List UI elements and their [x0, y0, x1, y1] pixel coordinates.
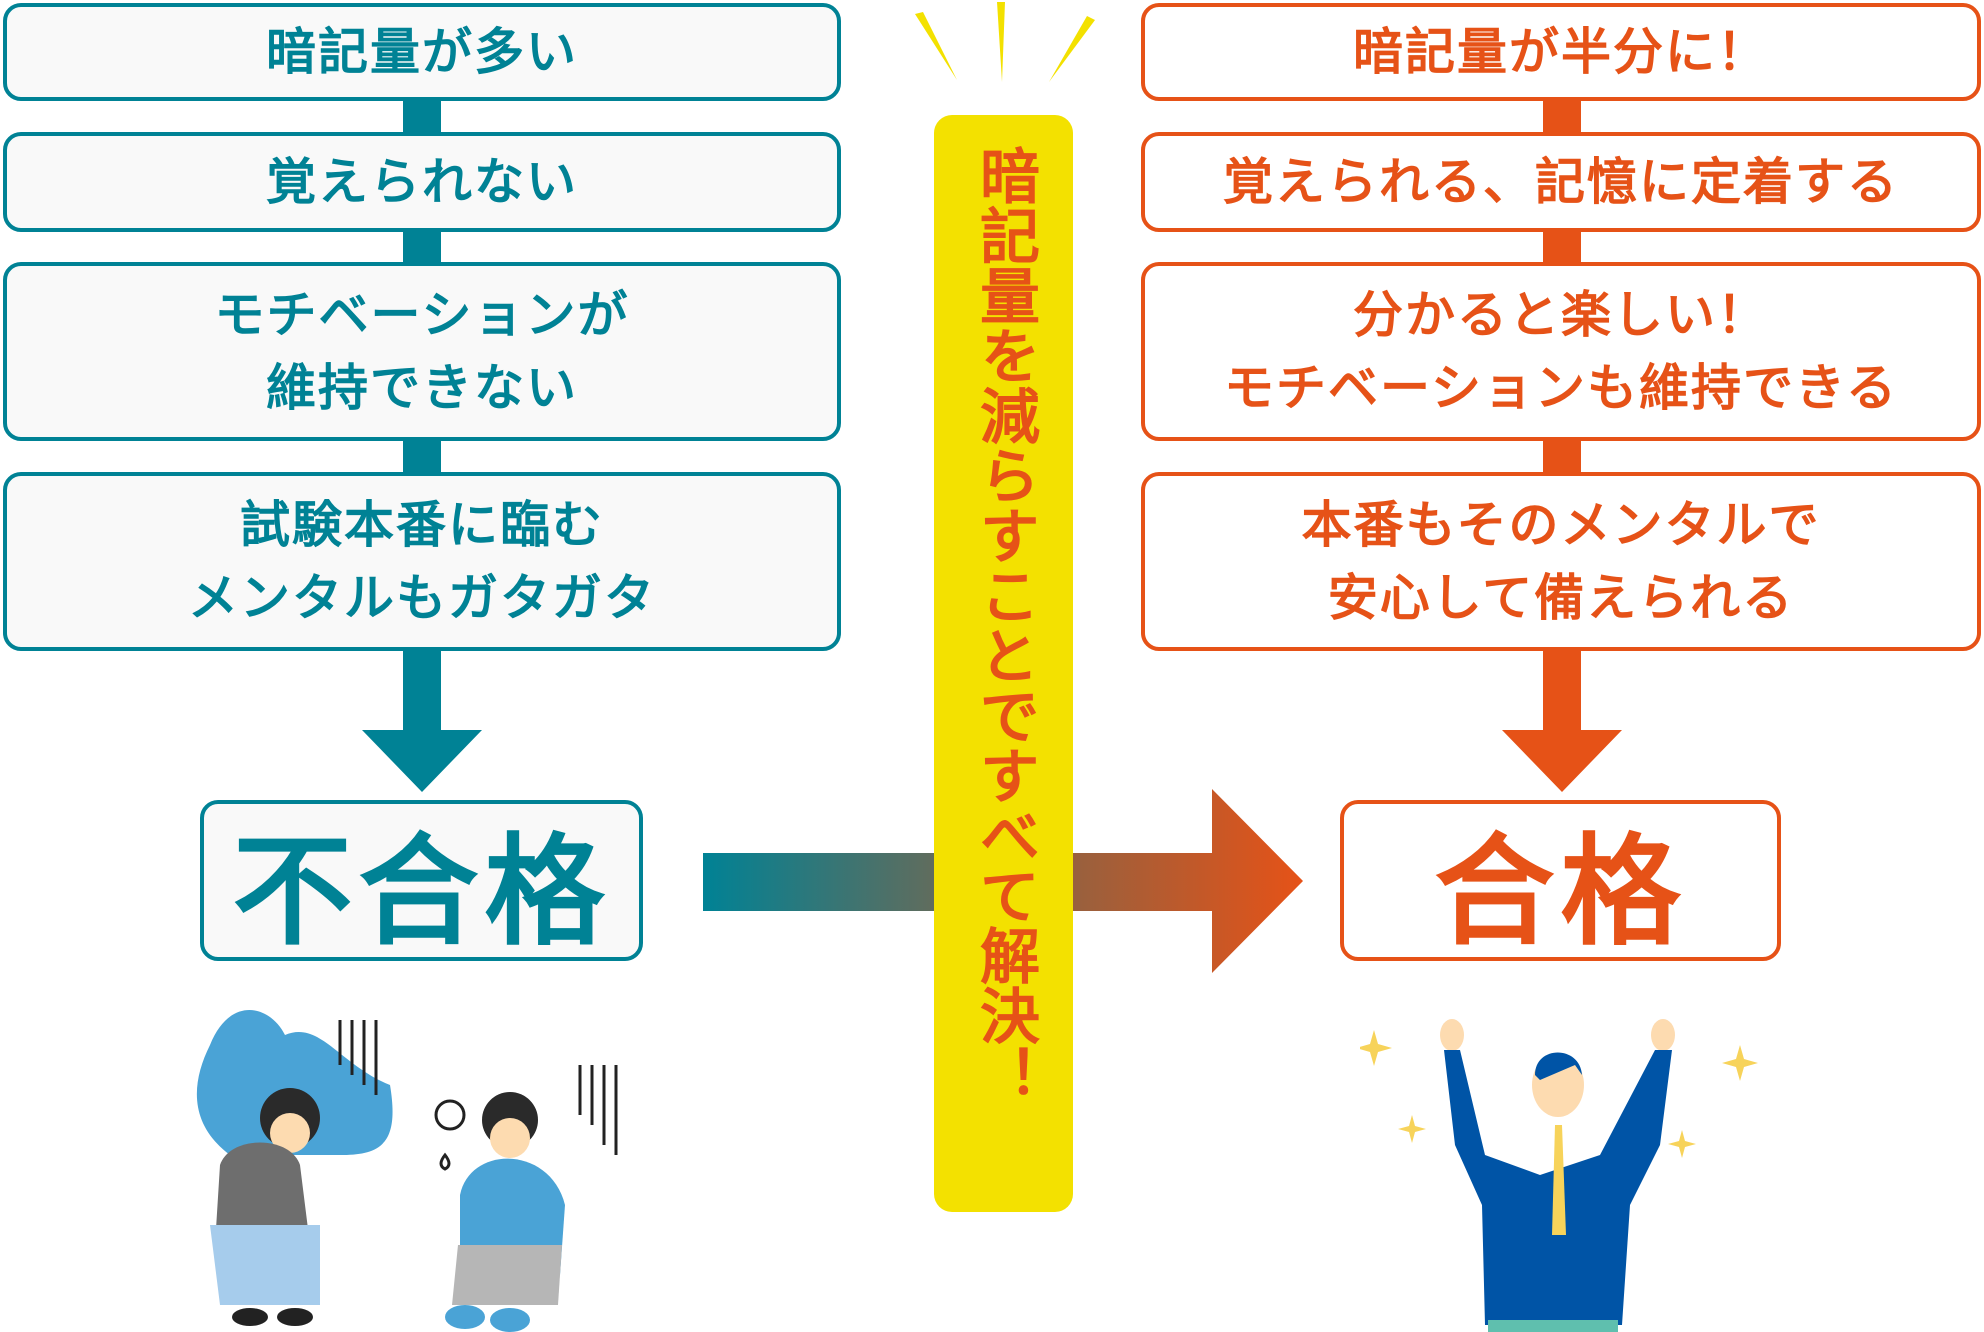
solution-step-3: 分かると楽しい！ モチベーションも維持できる	[1141, 262, 1981, 441]
connector	[1543, 100, 1581, 133]
celebrating-student-illustration	[1360, 1019, 1758, 1332]
solution-step-1: 暗記量が半分に！	[1141, 3, 1981, 101]
solution-step-2: 覚えられる、記憶に定着する	[1141, 132, 1981, 232]
connector	[403, 440, 441, 473]
solution-banner: 暗記量を減らすことですべて解決！	[934, 115, 1073, 1212]
problem-step-2: 覚えられない	[3, 132, 841, 232]
worried-students-illustration	[196, 1010, 618, 1332]
connector	[1543, 231, 1581, 263]
down-arrow-icon	[362, 650, 482, 792]
down-arrow-icon	[1502, 650, 1622, 792]
problem-step-1: 暗記量が多い	[3, 3, 841, 101]
problem-step-4: 試験本番に臨む メンタルもガタガタ	[3, 472, 841, 651]
pass-result: 合格	[1340, 800, 1781, 962]
connector	[403, 100, 441, 133]
solution-message: 暗記量を減らすことですべて解決！	[969, 145, 1040, 1105]
burst-rays-icon	[915, 2, 1095, 82]
connector	[403, 231, 441, 263]
connector	[1543, 440, 1581, 473]
problem-step-3: モチベーションが 維持できない	[3, 262, 841, 441]
solution-step-4: 本番もそのメンタルで 安心して備えられる	[1141, 472, 1981, 651]
fail-result: 不合格	[200, 800, 643, 962]
